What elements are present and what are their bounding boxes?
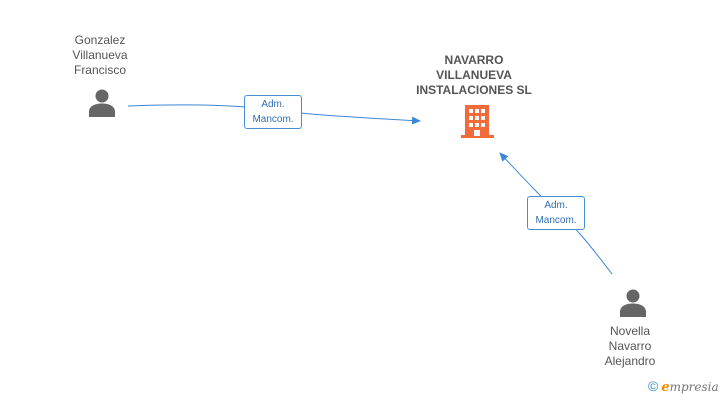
relation-label-line: Mancom. bbox=[252, 114, 294, 125]
copyright-icon: © bbox=[648, 378, 659, 394]
brand-name: mpresia bbox=[669, 380, 719, 394]
person-name-line: Gonzalez bbox=[74, 33, 126, 47]
empresia-logo: ©empresia bbox=[648, 378, 719, 395]
person-gonzalez-name[interactable]: Gonzalez Villanueva Francisco bbox=[45, 33, 155, 78]
relation-label-novella[interactable]: Adm. Mancom. bbox=[527, 196, 585, 230]
person-icon[interactable] bbox=[87, 88, 117, 118]
company-name-line: VILLANUEVA bbox=[436, 68, 512, 82]
person-name-line: Alejandro bbox=[604, 354, 656, 368]
person-name-line: Francisco bbox=[73, 63, 126, 77]
person-icon[interactable] bbox=[618, 288, 648, 318]
company-name-line: NAVARRO bbox=[444, 53, 504, 67]
relation-label-gonzalez[interactable]: Adm. Mancom. bbox=[244, 95, 302, 129]
person-name-line: Villanueva bbox=[72, 48, 128, 62]
brand-initial: e bbox=[661, 380, 670, 395]
relation-label-line: Adm. bbox=[261, 99, 285, 110]
relation-label-line: Adm. bbox=[544, 200, 568, 211]
person-novella-name[interactable]: Novella Navarro Alejandro bbox=[575, 324, 685, 369]
company-name-line: INSTALACIONES SL bbox=[416, 83, 532, 97]
person-name-line: Navarro bbox=[608, 339, 652, 353]
building-icon[interactable] bbox=[461, 104, 495, 140]
company-name[interactable]: NAVARRO VILLANUEVA INSTALACIONES SL bbox=[394, 53, 554, 98]
relation-label-line: Mancom. bbox=[535, 215, 577, 226]
person-name-line: Novella bbox=[609, 324, 651, 338]
